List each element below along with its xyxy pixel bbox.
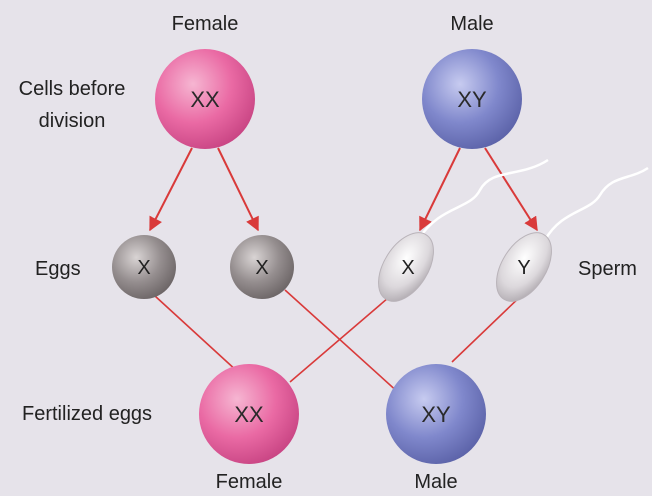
header-female: Female [172, 13, 239, 35]
label-sperm: Sperm [578, 258, 637, 280]
line-sperm-y-to-male-offspring [451, 291, 526, 363]
male-parent-cell: XY [422, 49, 522, 149]
arrow-male-to-sperm-y [484, 147, 538, 232]
male-offspring-chromosomes: XY [421, 402, 451, 427]
sperm-x-chromosome: X [401, 257, 414, 279]
label-cells-before-division-2: division [39, 110, 106, 132]
arrow-male-to-sperm-x [419, 147, 461, 232]
label-eggs: Eggs [35, 258, 81, 280]
label-cells-before-division-1: Cells before [19, 78, 126, 100]
arrow-female-to-egg-1 [149, 147, 193, 232]
male-parent-chromosomes: XY [457, 87, 487, 112]
line-egg2-to-male-offspring [284, 289, 401, 395]
footer-female: Female [216, 471, 283, 493]
egg-cell-1: X [112, 235, 176, 299]
arrow-female-to-egg-2 [217, 147, 259, 232]
female-offspring-cell: XX [199, 364, 299, 464]
line-sperm-x-to-female-offspring [289, 291, 396, 383]
label-fertilized-eggs: Fertilized eggs [22, 403, 152, 425]
header-male: Male [450, 13, 493, 35]
egg-cell-2: X [230, 235, 294, 299]
line-egg1-to-female-offspring [154, 295, 239, 373]
male-offspring-cell: XY [386, 364, 486, 464]
sperm-x-tail [416, 158, 549, 241]
female-parent-chromosomes: XX [190, 87, 220, 112]
female-offspring-chromosomes: XX [234, 402, 264, 427]
footer-male: Male [414, 471, 457, 493]
sperm-y-tail [543, 166, 649, 241]
female-parent-cell: XX [155, 49, 255, 149]
egg-2-chromosome: X [255, 257, 268, 279]
sperm-x: X [378, 232, 434, 302]
sperm-y: Y [496, 232, 552, 302]
egg-1-chromosome: X [137, 257, 150, 279]
sperm-y-chromosome: Y [517, 257, 530, 279]
